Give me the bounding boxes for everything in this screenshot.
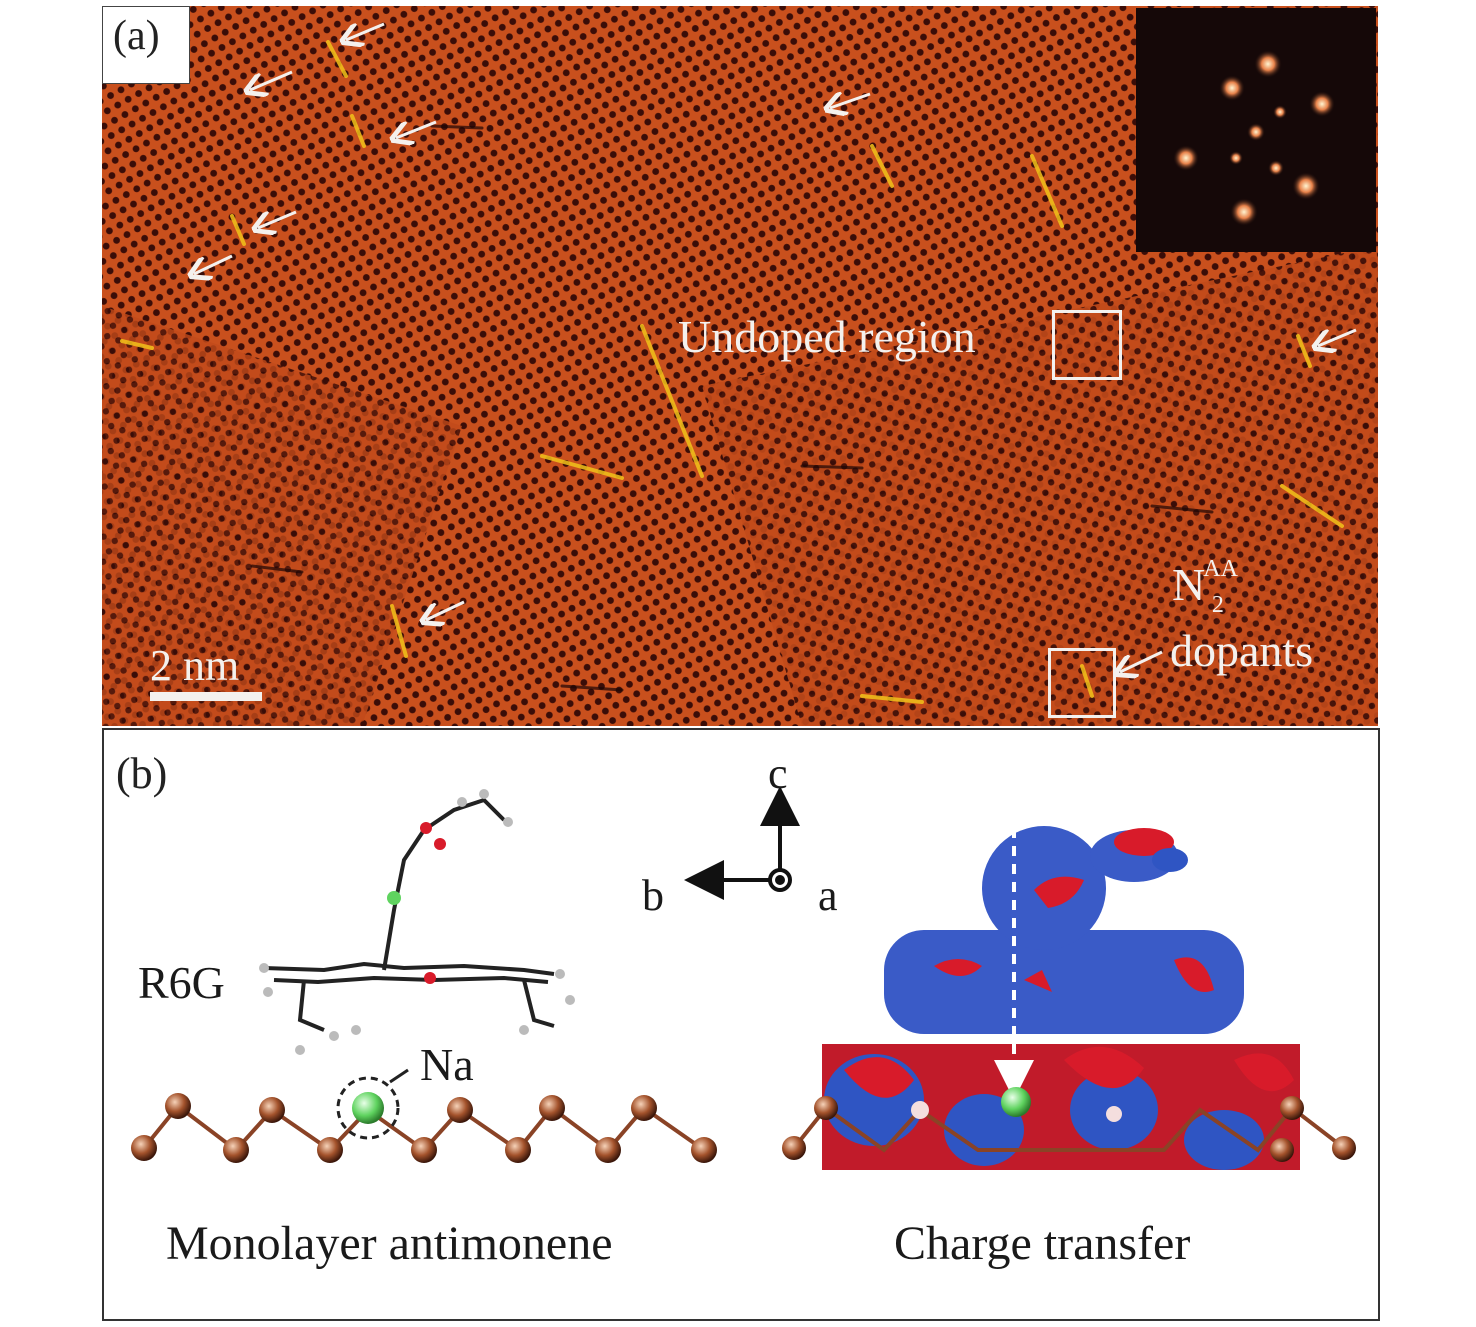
panel-a-label: (a) [102,6,190,84]
scale-bar [150,692,262,701]
caption-monolayer-antimonene: Monolayer antimonene [166,1217,613,1270]
undoped-region-label: Undoped region [678,311,976,362]
antimonene-chain-right [792,1105,1346,1153]
fft-inset [1136,8,1376,252]
structure-model-panel: (b) R6G Na c b a Monolayer antimonene Ch… [102,728,1380,1321]
figure: (a) Undoped region NAA 2 [102,6,1380,1321]
charge-density-plot [822,826,1300,1170]
sodium-label: Na [420,1039,474,1090]
sodium-highlight-circle [336,1076,400,1140]
dopant-symbol-text: N [1172,559,1206,610]
dopant-symbol: NAA 2 [1172,556,1238,619]
scale-bar-label: 2 nm [150,641,240,690]
r6g-label: R6G [138,957,225,1008]
sodium-atom [352,1092,384,1124]
axis-c-label: c [768,749,788,798]
dopants-label: dopants [1170,625,1314,676]
axis-a-label: a [818,871,838,920]
panel-b-label: (b) [116,749,168,798]
axis-indicator [684,786,800,900]
undoped-region-box [1052,310,1122,380]
r6g-molecule [263,797,555,1032]
defect-arrows [102,6,1357,726]
caption-charge-transfer: Charge transfer [894,1217,1191,1270]
diffraction-pattern [1173,50,1335,226]
dopant-region-box [1048,648,1116,718]
r6g-atoms [259,789,575,1055]
dopant-subscript: 2 [1211,592,1224,618]
axis-b-label: b [642,871,664,920]
structure-model-drawing [131,786,1356,1170]
antimony-atoms-left [131,1093,717,1163]
dopant-superscript: AA [1203,556,1238,582]
stem-image-panel: (a) Undoped region NAA 2 [102,6,1378,726]
antimony-atoms-right [782,1096,1356,1162]
